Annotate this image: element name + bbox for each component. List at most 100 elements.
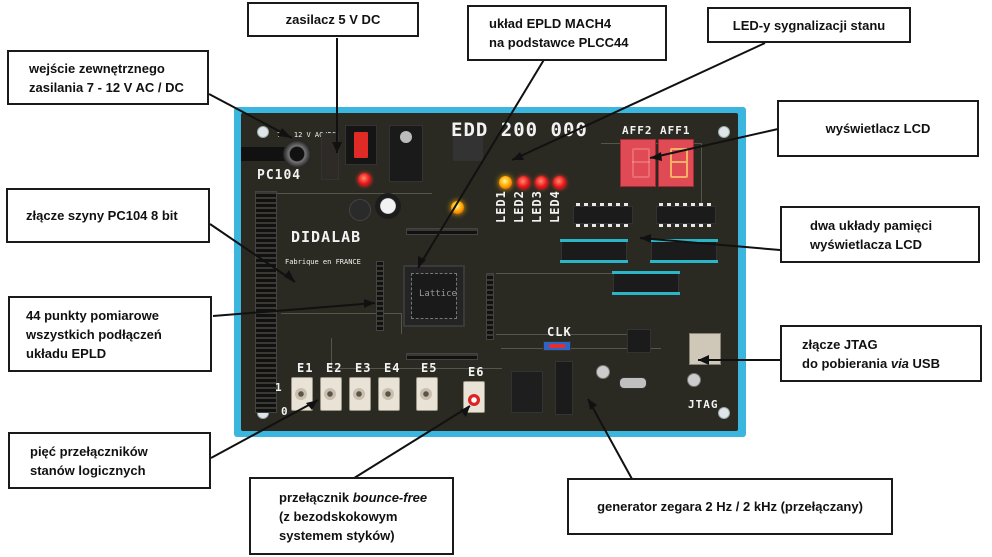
clk-label: CLK [547, 325, 572, 339]
chip-brand-label: Lattice [419, 289, 457, 299]
callout-text-mixed: do pobierania via USB [802, 354, 980, 373]
status-led-4 [553, 176, 566, 189]
epld-plcc44-socket: Lattice [403, 265, 465, 327]
crystal [619, 377, 647, 389]
callout-text: zasilacz 5 V DC [285, 12, 381, 27]
callout-text: (z bezodskokowym [279, 508, 398, 524]
callout-text: układu EPLD [26, 345, 107, 361]
bounce-free-switch-e6[interactable] [463, 381, 485, 413]
callout-psu-5v: zasilacz 5 V DC [247, 2, 419, 37]
callout-text-italic: bounce-free [352, 489, 428, 505]
callout-bounce-free-switch: przełącznik bounce-free (z bezodskokowym… [249, 477, 454, 555]
switch-label-e4: E4 [384, 361, 401, 375]
callout-text: wszystkich podłączeń [26, 326, 162, 342]
switch-label-e3: E3 [355, 361, 372, 375]
test-point-header-top [406, 228, 478, 235]
display-memory-chip-1 [560, 239, 628, 263]
regulator-heatsink [389, 125, 423, 182]
logic-switch-e3[interactable] [349, 377, 371, 411]
pcb-trace [501, 348, 661, 369]
power-led [358, 173, 371, 186]
test-point-header-left [376, 261, 384, 331]
callout-logic-switches: pięć przełączników stanów logicznych [8, 432, 211, 489]
switch-state-high: 1 [275, 381, 283, 394]
display-driver-chip [656, 203, 716, 227]
logic-switch-e2[interactable] [320, 377, 342, 411]
callout-text: wejście zewnętrznego [29, 60, 165, 76]
status-led-1 [499, 176, 512, 189]
callout-text: USB [908, 355, 940, 371]
mounting-hole [718, 126, 730, 138]
led-label-4: LED4 [548, 190, 562, 223]
switch-label-e1: E1 [297, 361, 314, 375]
switch-label-e2: E2 [326, 361, 343, 375]
electrolytic-capacitor [375, 193, 401, 219]
callout-text: LED-y sygnalizacji stanu [732, 17, 886, 33]
digit-unlit [632, 148, 650, 178]
test-point-header-bottom [406, 353, 478, 360]
fuse-holder [321, 133, 339, 180]
callout-text: 44 punkty pomiarowe [26, 307, 159, 323]
led-label-3: LED3 [530, 190, 544, 223]
callout-text: dwa układy pamięci [810, 217, 933, 233]
callout-test-points: 44 punkty pomiarowe wszystkich podłączeń… [8, 296, 212, 372]
callout-text: złącze szyny PC104 8 bit [26, 208, 178, 223]
callout-text: pięć przełączników [30, 443, 148, 459]
capacitor-c11 [687, 373, 701, 387]
seven-segment-display-aff2 [620, 139, 656, 187]
led-label-2: LED2 [512, 190, 526, 223]
callout-text: stanów logicznych [30, 462, 146, 478]
clock-counter-chip [555, 361, 573, 415]
switch-state-low: 0 [281, 405, 289, 418]
status-led-3 [535, 176, 548, 189]
mounting-hole [257, 126, 269, 138]
callout-epld-chip: układ EPLD MACH4 na podstawce PLCC44 [467, 5, 667, 61]
board-model-label: EDD 200 000 [451, 119, 588, 141]
pcb-board: 7 - 12 V AC/DC EDD 200 000 PC104 DIDALAB… [241, 113, 738, 431]
callout-text: wyświetlacz LCD [825, 121, 931, 136]
display-driver-chip [573, 203, 633, 227]
callout-text: układ EPLD MACH4 [489, 16, 612, 31]
callout-text: wyświetlacza LCD [810, 236, 922, 252]
made-in-label: Fabrique en FRANCE [285, 258, 361, 266]
display-memory-chip-2 [650, 239, 718, 263]
test-point-header-right [486, 273, 494, 340]
power-switch[interactable] [345, 125, 377, 165]
callout-text: do pobierania [802, 355, 891, 371]
callout-display-memory: dwa układy pamięci wyświetlacza LCD [780, 206, 980, 263]
display-label-aff2: AFF2 [622, 124, 653, 137]
callout-lcd-display: wyświetlacz LCD [777, 100, 979, 157]
callout-pc104-connector: złącze szyny PC104 8 bit [6, 188, 210, 243]
clock-frequency-switch[interactable] [543, 341, 571, 351]
power-jack [283, 140, 311, 168]
pcb-trace [496, 273, 636, 335]
callout-jtag-connector: złącze JTAG do pobierania via USB [780, 325, 982, 382]
callout-power-input: wejście zewnętrznego zasilania 7 - 12 V … [7, 50, 209, 105]
callout-text: generator zegara 2 Hz / 2 kHz (przełącza… [597, 499, 863, 514]
usb-controller-chip [627, 329, 651, 353]
callout-text: przełącznik [279, 489, 353, 505]
display-label-aff1: AFF1 [660, 124, 691, 137]
logic-switch-e1[interactable] [291, 377, 313, 411]
callout-text-italic: via [890, 355, 909, 371]
switch-label-e6: E6 [468, 365, 485, 379]
indicator-led [451, 201, 464, 214]
callout-clock-generator: generator zegara 2 Hz / 2 kHz (przełącza… [567, 478, 893, 535]
memory-chip-3 [612, 271, 680, 295]
pc104-label: PC104 [257, 168, 302, 183]
pc104-header [255, 191, 277, 413]
logic-switch-e4[interactable] [378, 377, 400, 411]
capacitor-c17 [596, 365, 610, 379]
clock-oscillator-chip [511, 371, 543, 413]
usb-jtag-connector[interactable] [689, 333, 721, 365]
logic-switch-e5[interactable] [416, 377, 438, 411]
digit-lit [670, 148, 688, 178]
callout-text-mixed: przełącznik bounce-free [279, 488, 452, 507]
led-label-1: LED1 [494, 190, 508, 223]
buzzer [349, 199, 371, 221]
pcb-trace [331, 338, 502, 369]
callout-text: złącze JTAG [802, 336, 878, 352]
jtag-label: JTAG [688, 398, 719, 411]
status-led-2 [517, 176, 530, 189]
